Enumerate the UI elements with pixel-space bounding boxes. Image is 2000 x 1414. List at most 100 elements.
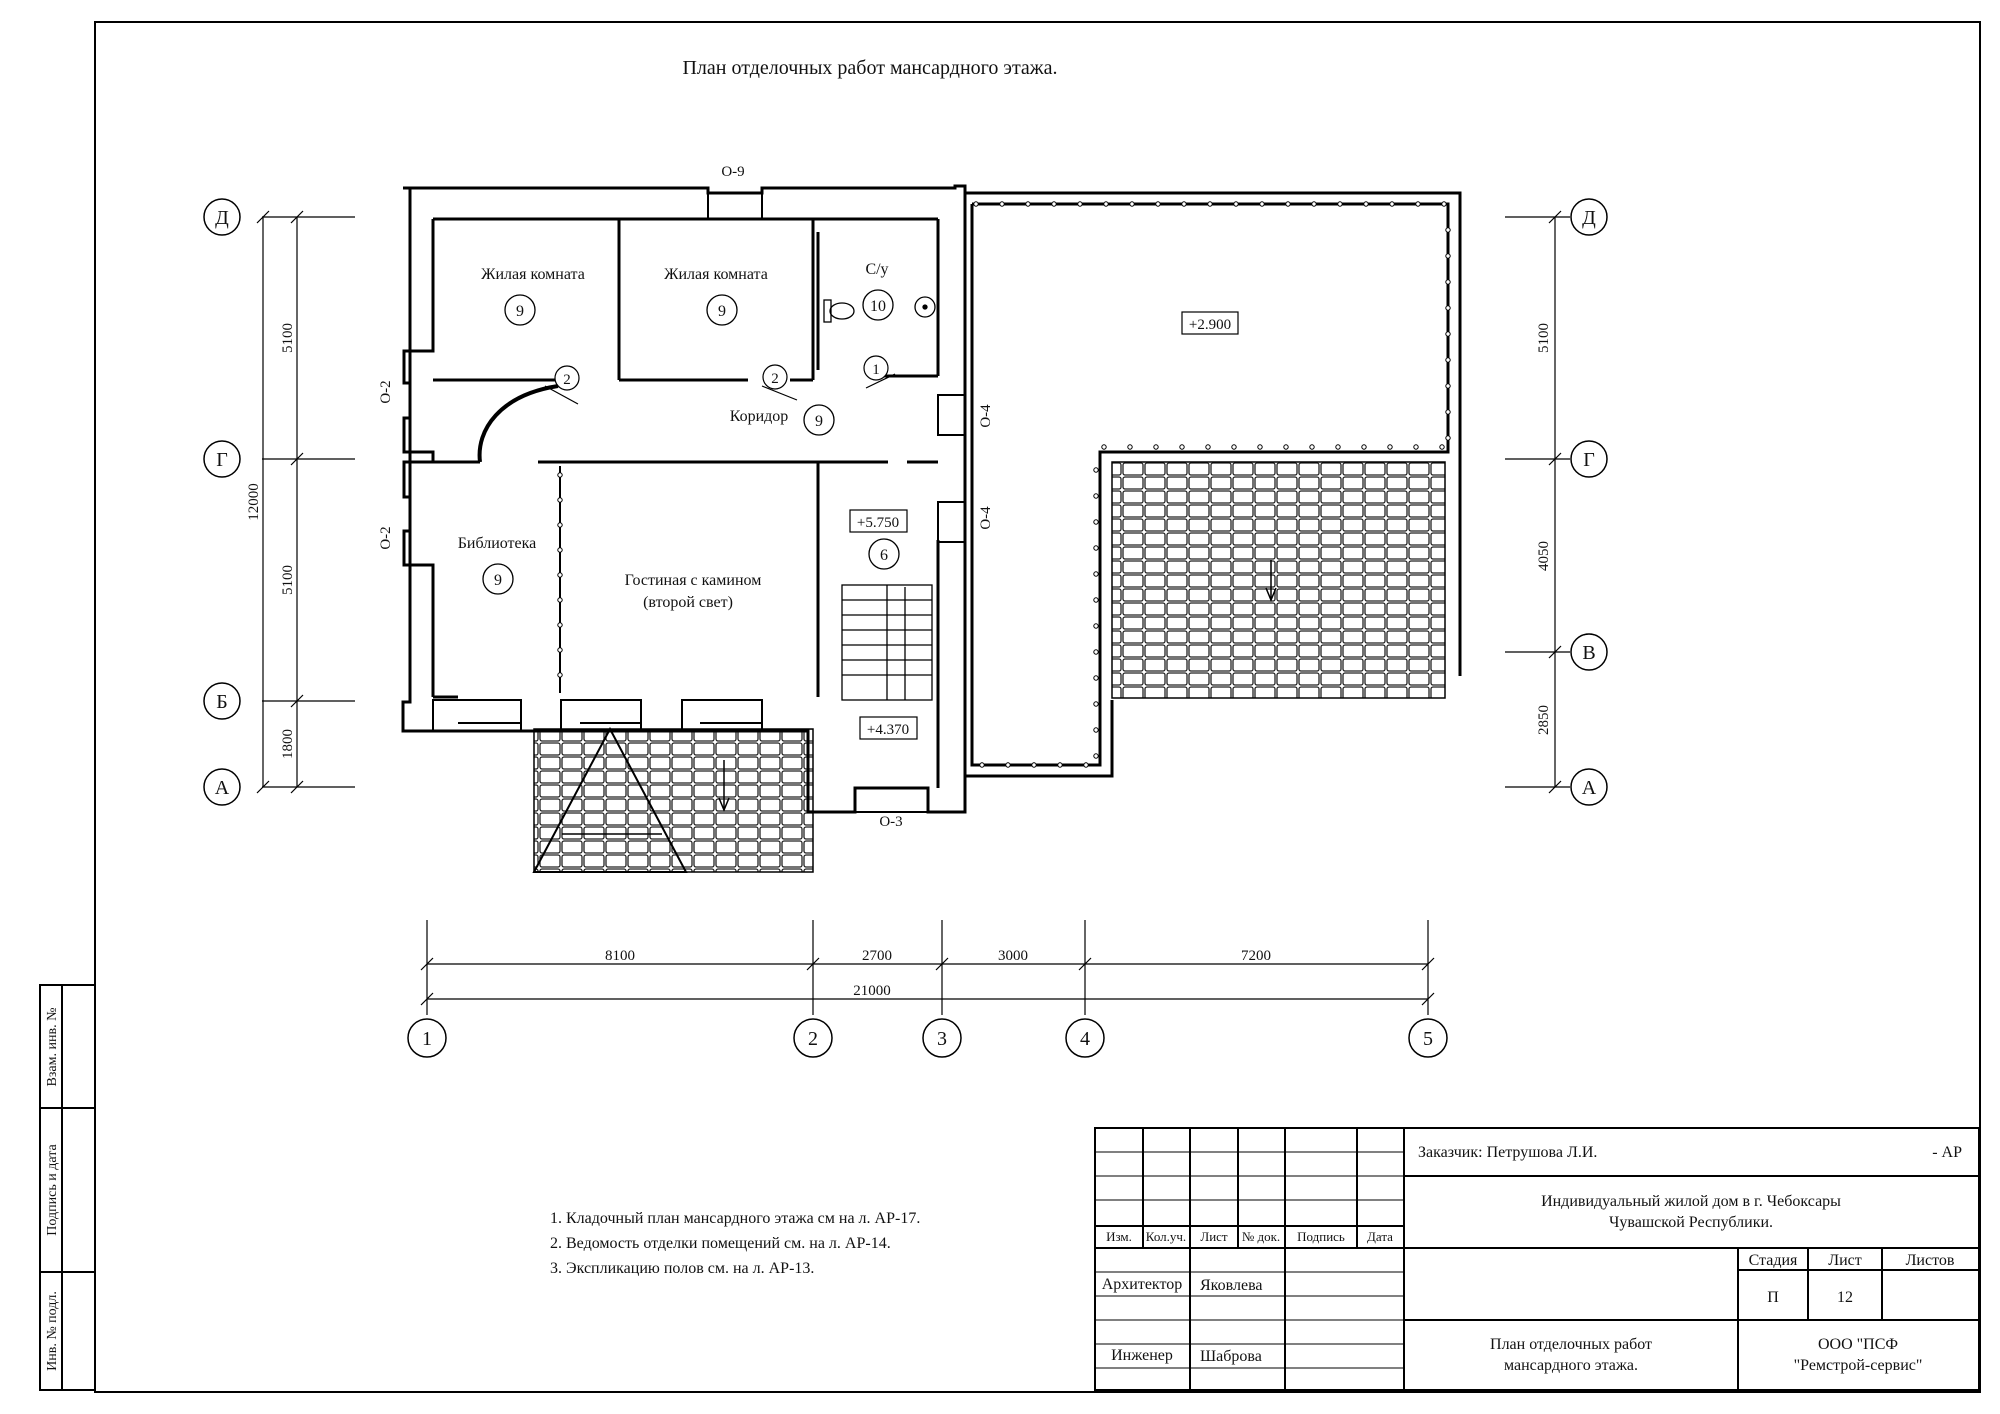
dim-right-3: 2850 [1536,705,1552,735]
tb-stage-value: П [1767,1289,1779,1306]
railing-post [1445,253,1451,259]
railing-post [1083,762,1089,768]
tb-project-line1: Индивидуальный жилой дом в г. Чебоксары [1541,1193,1841,1210]
railing-post [1127,444,1133,450]
level-box-stair-bottom [859,716,918,740]
axis-marker-V-right [1570,633,1608,671]
tb-name-architect: Яковлева [1200,1277,1263,1294]
room-number-circle [868,538,900,570]
dim-left-3: 1800 [280,729,296,759]
axis-marker-B-left [203,682,241,720]
roof-tiles-bottom [532,726,814,873]
level-box-roof [1181,311,1239,335]
railing-post [1389,201,1395,207]
railing-post [1335,444,1341,450]
opening-label-o2-bottom: О-2 [378,526,394,549]
railing-post [1285,201,1291,207]
axis-label: Б [216,691,227,713]
tb-header-ndoc: № док. [1242,1229,1280,1244]
railing-post [557,547,563,553]
right-dimensions [1505,210,1570,794]
railing-post [1415,201,1421,207]
railing-post [1309,444,1315,450]
note-2: 2. Ведомость отделки помещений см. на л.… [550,1235,891,1252]
dim-bottom-2: 2700 [862,948,892,964]
tb-sheet-title-1: План отделочных работ [1490,1336,1652,1353]
level-box-stair-top [849,509,908,533]
tb-role-engineer: Инженер [1111,1347,1173,1364]
room-name-living-hall: Гостиная с камином [625,572,762,589]
tb-header-signature: Подпись [1297,1229,1345,1244]
dim-total-left: 12000 [246,483,262,521]
axis-label: Г [216,449,228,471]
tb-name-engineer: Шаброва [1200,1348,1262,1365]
right-axis-markers: Д Г В А [1570,198,1608,806]
railing-post [557,622,563,628]
dim-bottom-total: 21000 [853,983,891,999]
level-stair-bottom: +4.370 [867,722,909,738]
room-number-circle [504,294,536,326]
railing-post [1093,675,1099,681]
door-number-circle [554,365,580,391]
opening-label-o2-top: О-2 [378,380,394,403]
note-1: 1. Кладочный план мансардного этажа см н… [550,1210,920,1227]
railing-post [999,201,1005,207]
railing-post [1259,201,1265,207]
railing-post [557,522,563,528]
railing-post [1445,383,1451,389]
axis-label: 3 [937,1028,947,1050]
railing-post [1441,201,1447,207]
tb-org-1: ООО "ПСФ [1818,1336,1898,1353]
axis-label: 4 [1080,1028,1090,1050]
toilet-fixture [823,299,855,323]
railing-post [1311,201,1317,207]
tb-stage-header: Стадия [1749,1252,1798,1269]
bottom-axis-markers: 1 2 3 4 5 [407,1018,1448,1058]
opening-label-o3: О-3 [879,814,902,830]
railing-post [1387,444,1393,450]
room-number-circle [706,294,738,326]
title-block-thin-lines [1095,1151,1404,1369]
dim-right-1: 5100 [1536,323,1552,353]
axis-marker-3 [922,1018,962,1058]
railing-post [1363,201,1369,207]
door-number: 2 [771,371,779,387]
room-name-bathroom: С/у [865,261,888,278]
railing-post [1057,762,1063,768]
railing-post [1093,597,1099,603]
railing-post [1093,701,1099,707]
railing-post [1005,762,1011,768]
axis-marker-G-right [1570,440,1608,478]
room-name-library: Библиотека [458,535,537,552]
side-stamp [39,984,96,1391]
railing-post [1233,201,1239,207]
railing-post [1155,201,1161,207]
room-number: 9 [516,303,524,320]
railing-post [1093,649,1099,655]
axis-marker-G-left [203,440,241,478]
staircase [841,584,933,701]
tb-sheet-value: 12 [1837,1289,1853,1306]
dim-left-2: 5100 [280,565,296,595]
railing-post [557,472,563,478]
railing-post [557,572,563,578]
railing-post [1445,331,1451,337]
railing-post [1101,444,1107,450]
left-axis-markers: Д Г Б А [203,198,241,806]
axis-label: 2 [808,1028,818,1050]
railing-post [1445,279,1451,285]
axis-label: В [1582,642,1595,664]
room-number: 10 [870,298,886,315]
railing-post [1103,201,1109,207]
railing-post [1413,444,1419,450]
sheet-frame [94,21,1981,1393]
opening-label-o4-bottom: О-4 [978,506,994,530]
railing-post [1051,201,1057,207]
left-dimensions [256,210,355,794]
door-number: 1 [872,362,880,378]
railing-post [1093,623,1099,629]
railing-post [1153,444,1159,450]
railing-posts [557,201,1451,768]
axis-marker-A-right [1570,768,1608,806]
bottom-dimensions [420,920,1435,1015]
